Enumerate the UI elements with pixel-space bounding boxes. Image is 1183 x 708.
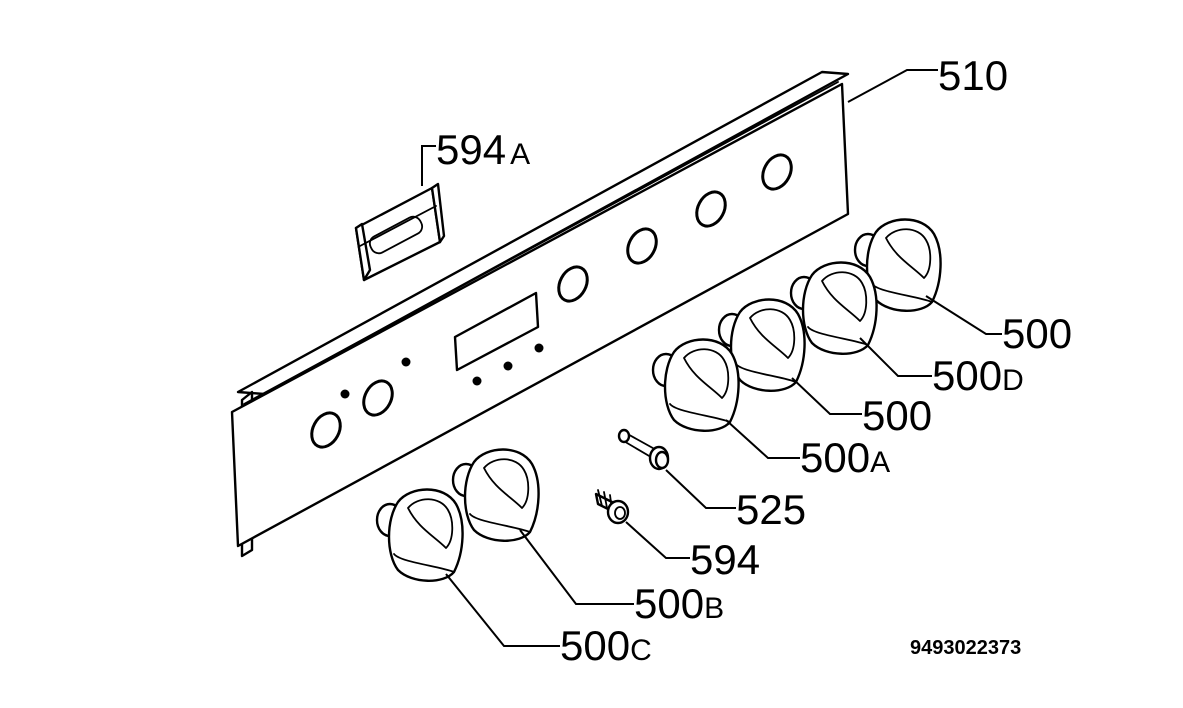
panel-hole-2 xyxy=(362,379,394,417)
leader-500-top xyxy=(925,295,1002,335)
display-window xyxy=(453,291,540,372)
leader-500d xyxy=(859,337,932,377)
shaft-525 xyxy=(617,428,670,471)
indicator-dot xyxy=(534,343,544,353)
svg-text:500: 500 xyxy=(862,392,932,439)
panel-hole-6 xyxy=(761,153,793,191)
svg-text:500: 500 xyxy=(1002,310,1072,357)
label-500c-suffix: C xyxy=(630,634,652,667)
svg-text:500A: 500A xyxy=(800,434,890,481)
leader-500-mid xyxy=(791,377,862,415)
control-panel-510 xyxy=(230,70,850,558)
knob-500b xyxy=(451,448,540,542)
svg-text:500B: 500B xyxy=(634,580,724,627)
indicator-dot xyxy=(503,361,513,371)
panel-hole-5 xyxy=(695,190,727,228)
label-500a-suffix: A xyxy=(870,446,890,479)
svg-text:9493022373: 9493022373 xyxy=(910,637,1021,659)
panel-hole-4 xyxy=(626,227,658,265)
label-510: 510 xyxy=(938,52,1008,99)
leader-500a xyxy=(725,419,800,459)
label-500-top-number: 500 xyxy=(1002,310,1072,357)
panel-top-edge xyxy=(236,70,850,396)
svg-text:500D: 500D xyxy=(932,352,1024,399)
svg-text:510: 510 xyxy=(938,52,1008,99)
drawing-code: 9493022373 xyxy=(910,637,1021,659)
label-500b-number: 500 xyxy=(634,580,704,627)
panel-hole-1 xyxy=(310,411,342,449)
leader-510 xyxy=(847,69,938,103)
clip-594a xyxy=(354,182,446,282)
leader-594 xyxy=(625,521,690,559)
label-594a-number: 594 xyxy=(436,126,506,173)
indicator-dot xyxy=(340,389,350,399)
svg-text:525: 525 xyxy=(736,486,806,533)
indicator-dot xyxy=(401,357,411,367)
label-500-mid-number: 500 xyxy=(862,392,932,439)
screw-594 xyxy=(594,489,630,525)
label-500a-number: 500 xyxy=(800,434,870,481)
label-500b-suffix: B xyxy=(704,592,724,625)
label-500c-number: 500 xyxy=(560,622,630,669)
leader-594a xyxy=(421,145,436,186)
label-500d-suffix: D xyxy=(1002,364,1024,397)
knob-500a xyxy=(651,338,740,432)
label-525: 525 xyxy=(736,486,806,533)
leader-525 xyxy=(665,469,736,509)
label-594a-suffix: A xyxy=(510,138,530,171)
leader-500c xyxy=(445,573,560,647)
svg-text:500C: 500C xyxy=(560,622,652,669)
label-594: 594 xyxy=(690,536,760,583)
knob-500c xyxy=(375,488,464,582)
leader-500b xyxy=(519,529,634,605)
label-500d-number: 500 xyxy=(932,352,1002,399)
svg-text:594: 594 xyxy=(690,536,760,583)
indicator-dot xyxy=(472,376,482,386)
panel-hole-3 xyxy=(557,265,589,303)
panel-face xyxy=(230,82,850,548)
